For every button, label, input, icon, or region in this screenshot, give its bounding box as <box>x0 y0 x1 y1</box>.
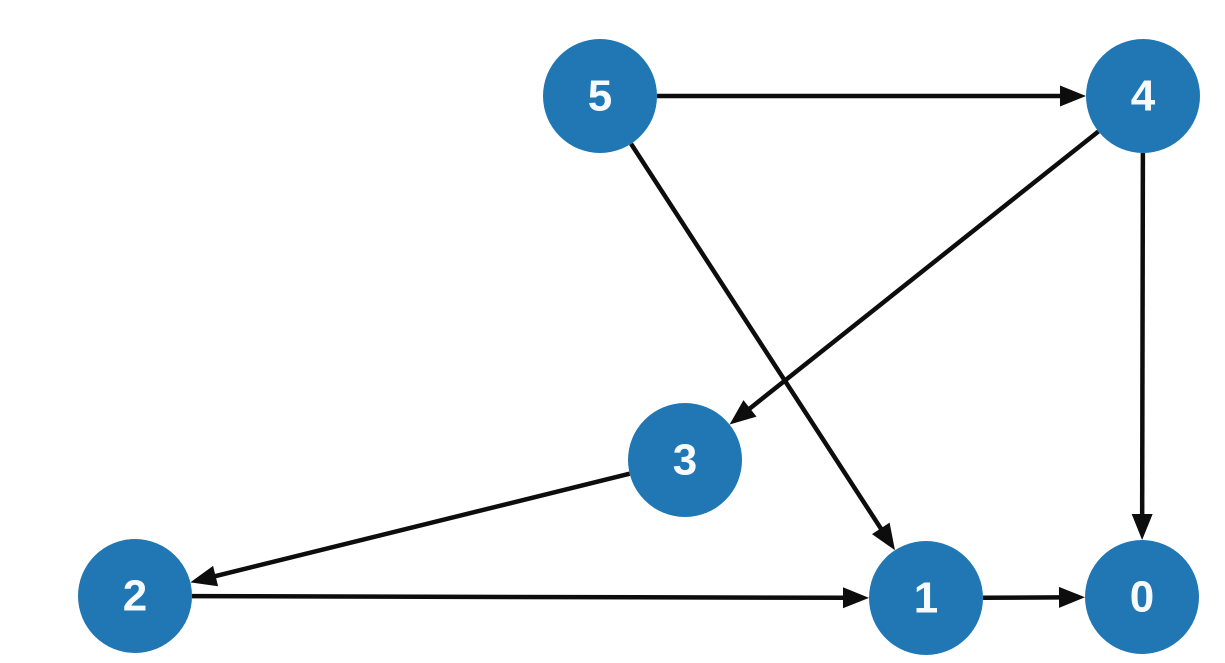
node-circle-1 <box>869 541 983 655</box>
edge-line-4-0 <box>1139 152 1146 517</box>
arrowhead-icon <box>1060 85 1086 107</box>
node-circle-5 <box>543 39 657 153</box>
arrowhead-icon <box>729 400 757 425</box>
edge-line-4-3 <box>747 129 1100 412</box>
graph-node-1: 1 <box>869 541 983 655</box>
graph-node-0: 0 <box>1085 540 1199 654</box>
edge-4-3 <box>729 129 1100 425</box>
arrowhead-icon <box>1058 586 1086 608</box>
edge-2-1 <box>191 587 870 609</box>
edge-line-3-2 <box>213 471 631 579</box>
edge-5-4 <box>657 85 1086 107</box>
graph-node-5: 5 <box>543 39 657 153</box>
arrowhead-icon <box>871 522 895 551</box>
edge-3-2 <box>190 471 631 587</box>
edge-line-2-1 <box>191 593 846 601</box>
node-circle-2 <box>78 539 192 653</box>
node-circle-0 <box>1085 540 1199 654</box>
arrowhead-icon <box>190 565 219 587</box>
edge-line-5-1 <box>629 142 884 532</box>
graph-node-4: 4 <box>1086 39 1200 153</box>
edge-layer <box>190 85 1153 609</box>
arrowhead-icon <box>1131 513 1153 541</box>
graph-node-2: 2 <box>78 539 192 653</box>
edge-5-1 <box>629 142 895 551</box>
graph-node-3: 3 <box>628 403 742 517</box>
arrowhead-icon <box>842 587 870 609</box>
edge-4-0 <box>1131 152 1153 541</box>
node-circle-3 <box>628 403 742 517</box>
edge-1-0 <box>982 586 1086 608</box>
node-circle-4 <box>1086 39 1200 153</box>
